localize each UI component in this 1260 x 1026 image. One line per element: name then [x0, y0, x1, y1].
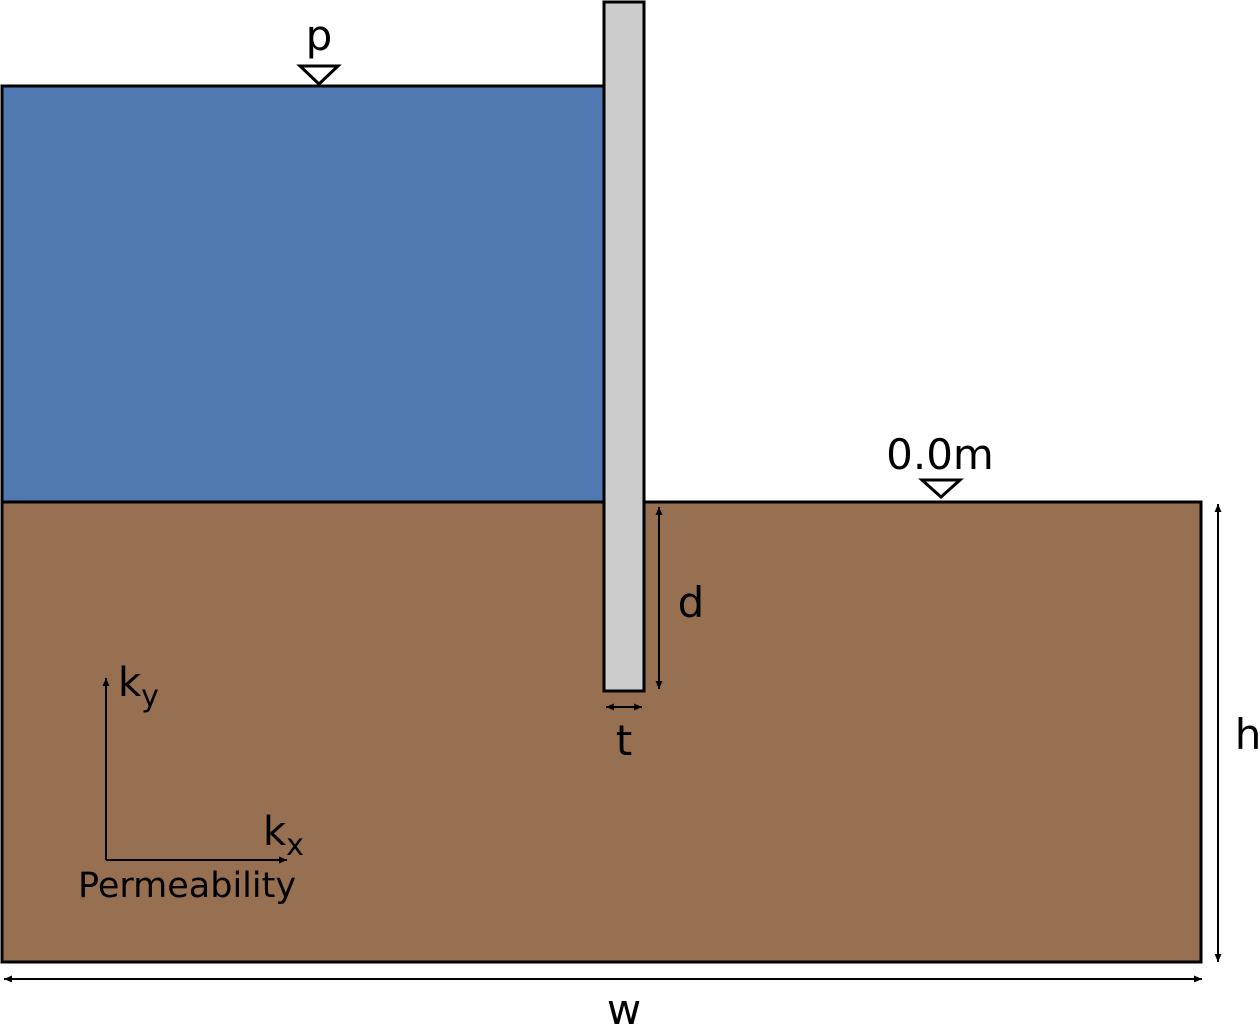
- permeability-label: Permeability: [78, 866, 296, 906]
- water-level-marker-icon: [918, 478, 964, 500]
- pressure-label: p: [306, 11, 333, 60]
- soil-region: [0, 500, 1203, 964]
- ky-k: k: [118, 660, 142, 706]
- kx-subscript: x: [286, 828, 304, 863]
- pressure-level-marker-icon: [296, 64, 342, 87]
- water-region: [0, 84, 606, 504]
- depth-label: d: [678, 578, 705, 627]
- width-label: w: [607, 985, 641, 1026]
- sheet-pile-wall: [602, 0, 646, 693]
- thickness-label: t: [616, 716, 632, 765]
- height-label: h: [1235, 710, 1260, 759]
- kx-k: k: [263, 809, 287, 855]
- water-level-label: 0.0m: [886, 430, 994, 479]
- ky-subscript: y: [141, 679, 159, 714]
- ky-label: ky: [118, 660, 159, 714]
- kx-label: kx: [263, 809, 304, 863]
